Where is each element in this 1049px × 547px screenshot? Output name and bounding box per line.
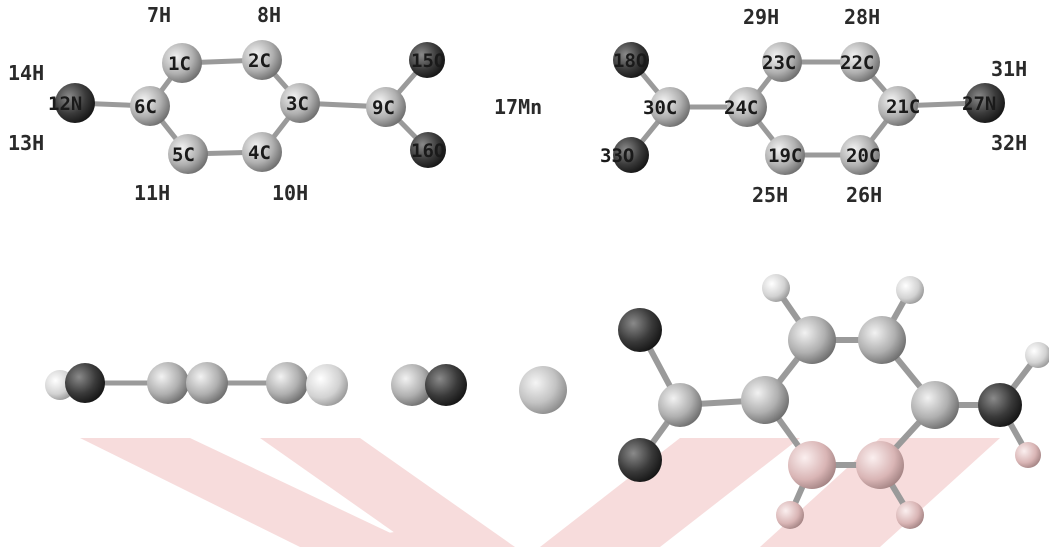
side-n	[65, 363, 105, 403]
atom-23c	[762, 42, 802, 82]
side-c-e	[391, 364, 433, 406]
molecule-b-labels: 18O 33O 30C 24C 23C 22C 21C 20C 19C 27N …	[600, 5, 1027, 207]
c3d-ring-2	[788, 316, 836, 364]
label-17mn: 17Mn	[494, 95, 542, 119]
side-c-c	[266, 362, 308, 404]
side-c-d	[306, 364, 348, 406]
atom-15o	[409, 42, 445, 78]
atom-2c	[242, 40, 282, 80]
label-29h: 29H	[743, 5, 779, 29]
label-15o: 15O	[411, 50, 445, 72]
atom-3c	[280, 83, 320, 123]
label-27n: 27N	[962, 93, 996, 115]
label-30c: 30C	[643, 97, 677, 119]
label-3c: 3C	[286, 93, 309, 115]
atom-4c	[242, 132, 282, 172]
label-33o: 33O	[600, 145, 634, 167]
molecule-3d	[618, 274, 1049, 529]
atom-16o	[410, 132, 446, 168]
watermark-chevrons	[80, 438, 1000, 547]
label-11h: 11H	[134, 181, 170, 205]
label-6c: 6C	[134, 96, 157, 118]
label-10h: 10H	[272, 181, 308, 205]
atom-9c	[366, 87, 406, 127]
label-12n: 12N	[48, 93, 82, 115]
label-7h: 7H	[147, 3, 171, 27]
label-32h: 32H	[991, 131, 1027, 155]
atom-18o	[613, 42, 649, 78]
c3d-ring-3	[858, 316, 906, 364]
label-13h: 13H	[8, 131, 44, 155]
label-2c: 2C	[248, 50, 271, 72]
side-c-b	[186, 362, 228, 404]
h3d-top-right	[896, 276, 924, 304]
c3d-ring-6	[788, 441, 836, 489]
label-24c: 24C	[724, 97, 758, 119]
label-28h: 28H	[844, 5, 880, 29]
h3d-right-bottom	[1015, 442, 1041, 468]
atom-19c	[765, 135, 805, 175]
c3d-ring-1	[741, 376, 789, 424]
atom-27n	[965, 83, 1005, 123]
side-view	[45, 362, 567, 414]
label-31h: 31H	[991, 57, 1027, 81]
label-18o: 18O	[613, 50, 647, 72]
molecule-a-atoms	[55, 40, 446, 174]
label-8h: 8H	[257, 3, 281, 27]
label-21c: 21C	[886, 96, 920, 118]
atom-33o	[613, 137, 649, 173]
h3d-bottom-right	[896, 501, 924, 529]
atom-24c	[727, 87, 767, 127]
side-o	[425, 364, 467, 406]
atom-5c	[168, 134, 208, 174]
label-14h: 14H	[8, 61, 44, 85]
atom-22c	[840, 42, 880, 82]
atom-12n	[55, 83, 95, 123]
h3d-right-top	[1025, 342, 1049, 368]
atom-21c	[878, 86, 918, 126]
c3d-ring-4	[911, 381, 959, 429]
label-22c: 22C	[840, 52, 874, 74]
label-1c: 1C	[168, 53, 191, 75]
o3d-top	[618, 308, 662, 352]
c3d-carboxyl	[658, 383, 702, 427]
atom-6c	[130, 86, 170, 126]
atom-20c	[840, 135, 880, 175]
label-5c: 5C	[172, 144, 195, 166]
c3d-ring-5	[856, 441, 904, 489]
label-23c: 23C	[762, 52, 796, 74]
molecule-b-atoms	[613, 42, 1005, 175]
label-25h: 25H	[752, 183, 788, 207]
atom-1c	[162, 43, 202, 83]
label-16o: 16O	[411, 140, 445, 162]
h3d-top-left	[762, 274, 790, 302]
label-19c: 19C	[768, 145, 802, 167]
label-20c: 20C	[846, 145, 880, 167]
atom-30c	[650, 87, 690, 127]
label-4c: 4C	[248, 142, 271, 164]
side-mn	[519, 366, 567, 414]
o3d-bottom	[618, 438, 662, 482]
h3d-bottom-left	[776, 501, 804, 529]
side-c-a	[147, 362, 189, 404]
molecule-a-labels: 12N 6C 1C 2C 3C 4C 5C 9C 14H 13H 7H 8H 1…	[8, 3, 445, 205]
label-9c: 9C	[372, 97, 395, 119]
n3d-amine	[978, 383, 1022, 427]
label-26h: 26H	[846, 183, 882, 207]
